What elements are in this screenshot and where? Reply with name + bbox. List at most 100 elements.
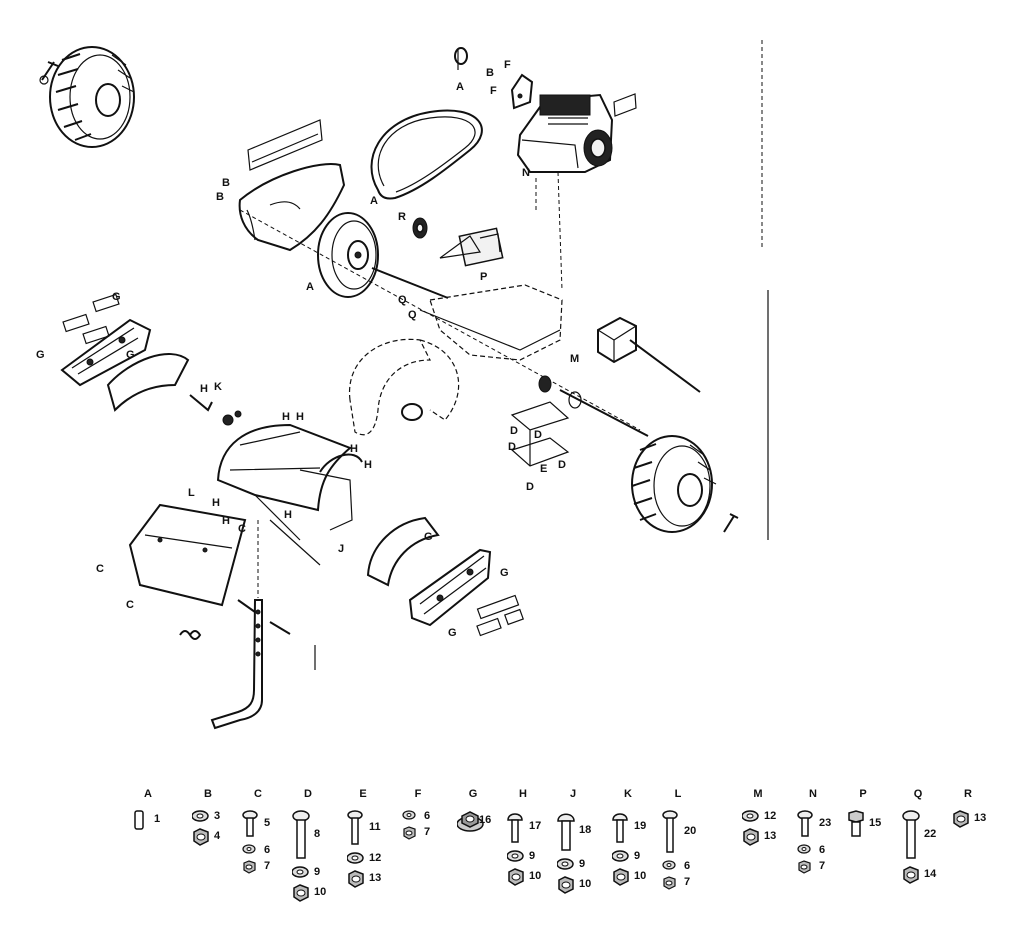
legend-letter: J xyxy=(569,788,577,800)
right-tine-guard xyxy=(408,548,492,627)
hardware-washer-icon xyxy=(507,850,535,862)
idler-wheel xyxy=(412,217,428,239)
hardware-washer-icon xyxy=(612,850,640,862)
callout-c: C xyxy=(96,563,104,575)
legend-letter: G xyxy=(468,788,478,800)
hardware-part-number: 20 xyxy=(684,825,697,837)
hardware-bolt-carriage-icon xyxy=(507,810,535,844)
hardware-bolt-carriage-long-icon xyxy=(557,810,585,852)
hardware-bolt-long-icon xyxy=(292,810,320,860)
idler-arm xyxy=(439,235,481,259)
legend-letter: E xyxy=(359,788,367,800)
callout-a: A xyxy=(370,195,378,207)
hardware-part-number: 14 xyxy=(924,868,937,880)
callout-g: G xyxy=(500,567,509,579)
exploded-parts-diagram: A A A B B B F F N R P Q Q M C C C G G G … xyxy=(36,40,769,730)
hardware-part-number: 7 xyxy=(264,860,271,872)
left-tire xyxy=(49,46,135,148)
hardware-part-number: 12 xyxy=(764,810,777,822)
hood-link-rod xyxy=(269,519,321,566)
callout-n: N xyxy=(522,167,530,179)
hardware-bolt-long-icon xyxy=(902,810,930,860)
hardware-washer-icon xyxy=(557,858,585,870)
hardware-bolt-carriage-icon xyxy=(612,810,640,844)
hardware-part-number: 7 xyxy=(424,826,431,838)
depth-bracket xyxy=(510,401,570,467)
hardware-part-number: 5 xyxy=(264,817,271,829)
legend-letter: F xyxy=(414,788,422,800)
callout-h: H xyxy=(284,509,292,521)
left-tine-guard xyxy=(60,318,152,387)
callout-a: A xyxy=(306,281,314,293)
hardware-nut-small-icon xyxy=(242,860,270,874)
hardware-part-number: 17 xyxy=(529,820,542,832)
tine-shield xyxy=(348,338,460,436)
right-shield-half xyxy=(366,516,440,587)
hardware-nut-icon xyxy=(952,810,980,828)
engine-bracket xyxy=(510,73,534,110)
callout-h: H xyxy=(296,411,304,423)
hardware-part-number: 11 xyxy=(369,821,381,833)
hood-stay-rod xyxy=(254,494,301,541)
callout-h: H xyxy=(200,383,208,395)
hardware-part-number: 13 xyxy=(974,812,987,824)
drive-axis-line xyxy=(239,209,641,431)
callout-f: F xyxy=(504,59,511,71)
hardware-bolt-long-thin-icon xyxy=(662,810,690,854)
v-belt xyxy=(370,109,483,200)
hardware-nut-icon xyxy=(612,868,640,886)
flap-spring xyxy=(179,630,202,640)
hardware-nut-icon xyxy=(347,870,375,888)
legend-letter: P xyxy=(859,788,867,800)
legend-letter: Q xyxy=(913,788,923,800)
hardware-part-number: 10 xyxy=(579,878,592,890)
label-decal-right-guard xyxy=(476,594,524,637)
hardware-part-number: 22 xyxy=(924,828,937,840)
hardware-part-number: 7 xyxy=(819,860,826,872)
legend-column-q: Q 22 14 xyxy=(890,788,950,906)
drag-bar-pin xyxy=(237,599,291,635)
hardware-part-number: 12 xyxy=(369,852,382,864)
hardware-bolt-icon xyxy=(347,810,375,846)
hardware-part-number: 6 xyxy=(684,860,691,872)
legend-letter: H xyxy=(519,788,527,800)
hardware-part-number: 9 xyxy=(529,850,536,862)
callout-h: H xyxy=(364,459,372,471)
cylinder-block xyxy=(597,316,637,364)
callout-a: A xyxy=(456,81,464,93)
hardware-pin-icon xyxy=(132,810,160,830)
hardware-washer-small-icon xyxy=(402,810,430,820)
drive-shaft xyxy=(371,267,449,299)
callout-g: G xyxy=(36,349,45,361)
engine-drop-line xyxy=(557,171,563,291)
callout-m: M xyxy=(570,353,579,365)
rear-flap xyxy=(128,503,247,607)
hardware-part-number: 9 xyxy=(634,850,641,862)
right-tire xyxy=(631,435,717,533)
hardware-washer-small-icon xyxy=(662,860,690,870)
callout-d: D xyxy=(510,425,518,437)
hardware-nut-small-icon xyxy=(402,826,430,840)
callout-b: B xyxy=(222,177,230,189)
callout-r: R xyxy=(398,211,406,223)
hardware-part-number: 10 xyxy=(634,870,647,882)
hardware-washer-small-icon xyxy=(797,844,825,854)
callout-f: F xyxy=(490,85,497,97)
callout-d: D xyxy=(534,429,542,441)
legend-letter: A xyxy=(144,788,152,800)
hardware-bolt-short-icon xyxy=(242,810,270,838)
callout-c: C xyxy=(238,523,246,535)
legend-letter: M xyxy=(753,788,763,800)
callout-h: H xyxy=(222,515,230,527)
callout-g: G xyxy=(112,291,121,303)
callout-j: J xyxy=(338,543,344,555)
callout-k: K xyxy=(214,381,222,393)
hardware-part-number: 4 xyxy=(214,830,221,842)
